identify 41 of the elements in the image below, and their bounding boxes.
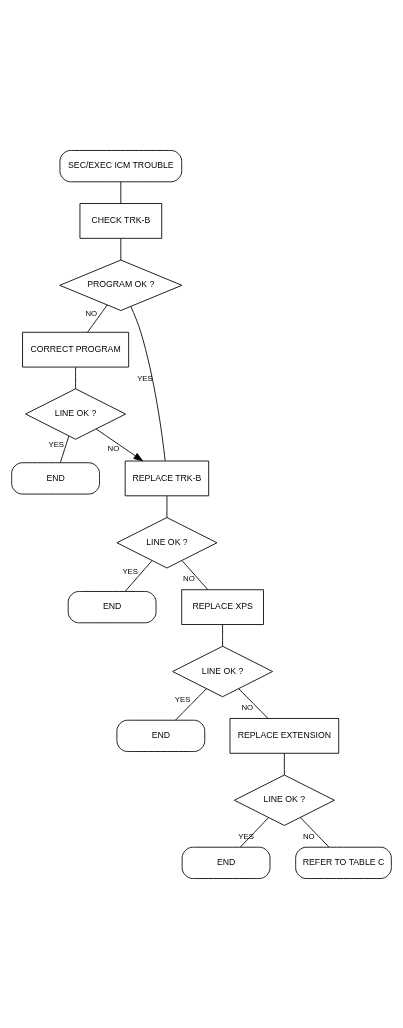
edge-label: YES xyxy=(48,439,65,449)
node-box: END xyxy=(116,719,206,752)
node-diamond: LINE OK ? xyxy=(172,645,274,697)
connector xyxy=(300,816,330,847)
edge-label: NO xyxy=(241,702,254,712)
connector xyxy=(75,366,77,389)
connector xyxy=(59,435,70,463)
node-box: REPLACE EXTENSION xyxy=(229,717,340,754)
connector xyxy=(130,305,166,461)
node-box: REPLACE TRK-B xyxy=(124,460,210,496)
node-box: CORRECT PROGRAM xyxy=(22,331,130,367)
edge-label: NO xyxy=(183,573,195,583)
connector xyxy=(175,687,207,721)
connector xyxy=(222,623,224,647)
connector xyxy=(87,304,108,333)
edge-label: NO xyxy=(302,831,315,841)
node-diamond: LINE OK ? xyxy=(233,774,335,826)
connector xyxy=(120,237,122,260)
edge-label: YES xyxy=(122,566,139,576)
connector xyxy=(239,816,269,847)
node-box: REPLACE XPS xyxy=(181,588,264,625)
connector xyxy=(181,559,209,590)
edge-label: YES xyxy=(137,373,153,383)
node-box: SEC/EXEC ICM TROUBLE xyxy=(59,149,183,182)
node-diamond: LINE OK ? xyxy=(116,516,218,568)
node-box: END xyxy=(11,461,100,494)
node-box: END xyxy=(67,590,157,623)
connector xyxy=(238,687,269,719)
connector xyxy=(166,495,168,518)
node-box: END xyxy=(181,846,271,879)
edge-label: NO xyxy=(85,308,98,318)
node-box: REFER TO TABLE C xyxy=(295,846,392,879)
arrow xyxy=(95,428,144,461)
node-diamond: LINE OK ? xyxy=(25,387,127,440)
connector xyxy=(120,181,122,204)
node-diamond: PROGRAM OK ? xyxy=(59,259,183,311)
edge-label: YES xyxy=(174,694,191,704)
edge-label: NO xyxy=(107,443,120,453)
node-box: CHECK TRK-B xyxy=(79,202,163,239)
connector xyxy=(283,752,285,775)
connector xyxy=(124,559,153,592)
